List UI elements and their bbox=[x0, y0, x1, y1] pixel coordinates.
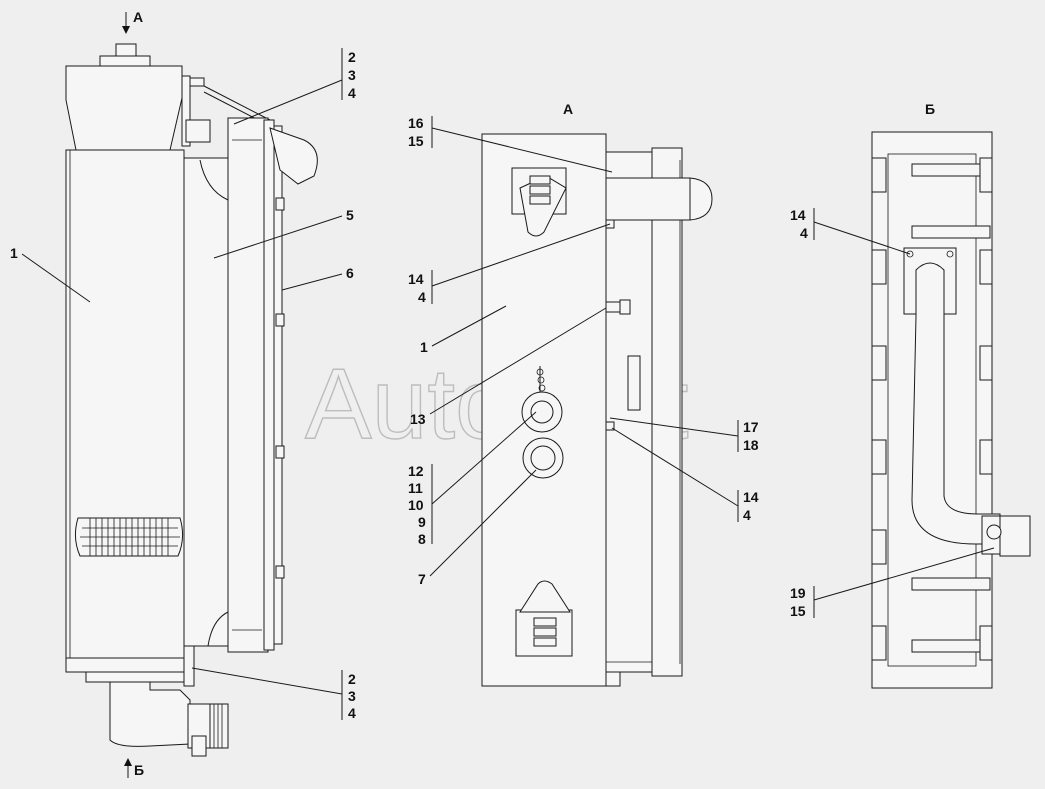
view-arrow-a: А bbox=[122, 9, 143, 34]
view-b-title: Б bbox=[925, 101, 935, 117]
callout-19-15: 19 15 bbox=[790, 547, 995, 619]
callout-17-18: 17 18 bbox=[609, 417, 759, 453]
drain-cock bbox=[521, 366, 563, 433]
svg-text:3: 3 bbox=[348, 67, 356, 83]
svg-text:15: 15 bbox=[408, 133, 424, 149]
svg-text:14: 14 bbox=[408, 271, 424, 287]
core-grill bbox=[74, 517, 184, 557]
radiator-core bbox=[65, 149, 185, 659]
callout-12-to-8: 12 11 10 9 8 bbox=[408, 411, 537, 547]
shroud-plate bbox=[183, 157, 229, 647]
bottom-tank bbox=[65, 657, 187, 673]
callout-stack-2-3-4-bottom: 2 3 4 bbox=[191, 667, 356, 721]
callout-14-4-b: 14 4 bbox=[611, 427, 759, 523]
svg-text:8: 8 bbox=[418, 531, 426, 547]
view-arrow-b-label: Б bbox=[134, 762, 144, 778]
view-arrow-a-label: А bbox=[133, 9, 143, 25]
lifting-eye-top bbox=[511, 167, 567, 237]
top-tank bbox=[65, 65, 183, 151]
svg-text:6: 6 bbox=[346, 265, 354, 281]
svg-text:4: 4 bbox=[418, 289, 426, 305]
view-a-title: А bbox=[563, 101, 573, 117]
svg-text:14: 14 bbox=[743, 489, 759, 505]
svg-text:1: 1 bbox=[420, 339, 428, 355]
fan-ring bbox=[227, 117, 269, 653]
svg-text:3: 3 bbox=[348, 688, 356, 704]
svg-text:16: 16 bbox=[408, 115, 424, 131]
callout-7: 7 bbox=[418, 469, 537, 587]
callout-14-4-right: 14 4 bbox=[790, 207, 911, 255]
plug-7 bbox=[522, 437, 564, 479]
top-outlet-pipe bbox=[269, 127, 318, 185]
callout-1-middle: 1 bbox=[420, 305, 507, 355]
svg-text:11: 11 bbox=[408, 480, 423, 496]
callout-6: 6 bbox=[281, 265, 354, 291]
svg-text:2: 2 bbox=[348, 671, 356, 687]
view-b-pipe bbox=[911, 262, 1001, 545]
bottom-elbow-pipe bbox=[109, 681, 191, 747]
svg-text:7: 7 bbox=[418, 571, 426, 587]
svg-text:4: 4 bbox=[800, 225, 808, 241]
callout-13: 13 bbox=[410, 307, 607, 427]
svg-text:14: 14 bbox=[790, 207, 806, 223]
svg-text:18: 18 bbox=[743, 437, 759, 453]
svg-text:4: 4 bbox=[348, 85, 356, 101]
svg-text:4: 4 bbox=[743, 507, 751, 523]
svg-text:2: 2 bbox=[348, 49, 356, 65]
callout-16-15: 16 15 bbox=[408, 115, 613, 173]
svg-text:15: 15 bbox=[790, 603, 806, 619]
svg-text:12: 12 bbox=[408, 463, 424, 479]
view-arrow-b: Б bbox=[124, 758, 144, 778]
svg-text:1: 1 bbox=[10, 245, 18, 261]
svg-text:9: 9 bbox=[418, 514, 426, 530]
callout-stack-2-3-4-top: 2 3 4 bbox=[233, 48, 356, 125]
view-a-outlet-pipe bbox=[605, 177, 691, 221]
svg-text:17: 17 bbox=[743, 419, 759, 435]
callout-14-4-a: 14 4 bbox=[408, 223, 611, 305]
svg-text:5: 5 bbox=[346, 207, 354, 223]
svg-text:19: 19 bbox=[790, 585, 806, 601]
svg-text:10: 10 bbox=[408, 497, 424, 513]
view-b: Б 14 4 bbox=[790, 101, 1031, 689]
svg-text:13: 13 bbox=[410, 411, 426, 427]
svg-text:4: 4 bbox=[348, 705, 356, 721]
view-a: А bbox=[408, 101, 759, 687]
callout-1-left: 1 bbox=[10, 245, 91, 303]
callout-5: 5 bbox=[213, 207, 354, 259]
side-view: А bbox=[10, 9, 356, 778]
lifting-eye-bottom bbox=[515, 580, 573, 657]
